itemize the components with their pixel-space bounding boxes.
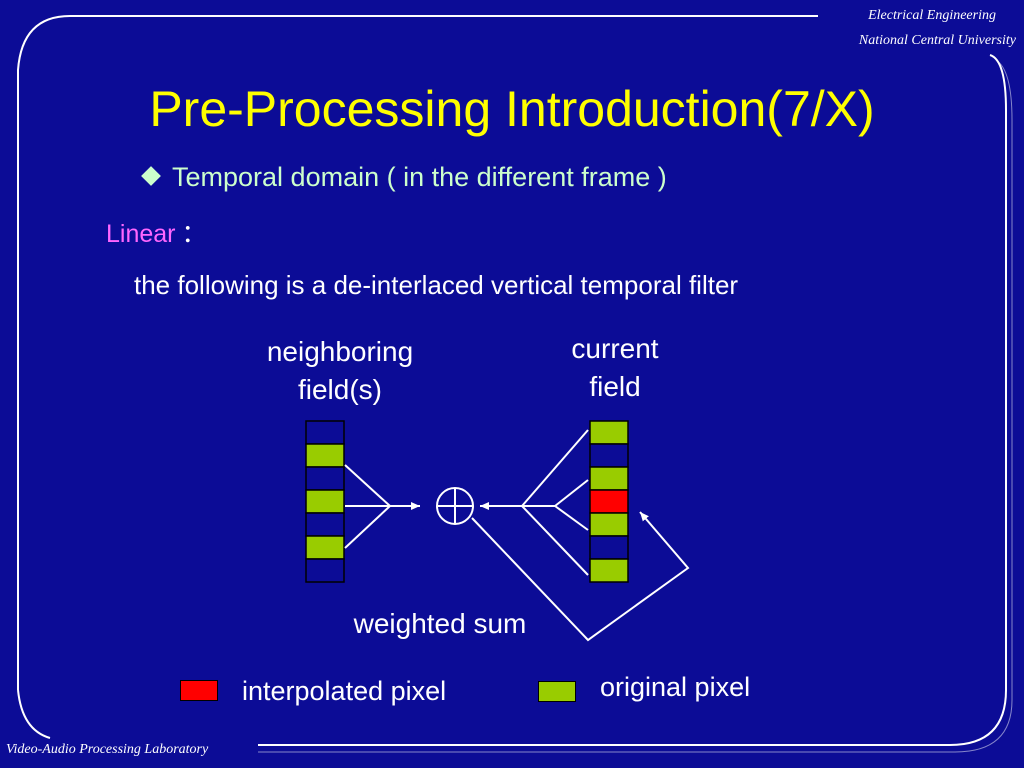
- feedback-path: [471, 511, 690, 642]
- neighbor-pixel-empty: [305, 558, 345, 583]
- header-university: National Central University: [858, 33, 1016, 48]
- current-branch-bottom: [521, 505, 589, 576]
- linear-label: Linear: [106, 220, 176, 248]
- current-pixel-original: [589, 512, 629, 537]
- legend-original-swatch: [538, 681, 576, 702]
- current-label-line2: field: [589, 371, 641, 402]
- description-text: the following is a de-interlaced vertica…: [134, 270, 739, 300]
- slide-title: Pre-Processing Introduction(7/X): [149, 81, 875, 137]
- neighbor-pixel-empty: [305, 466, 345, 491]
- current-pixel-empty: [589, 535, 629, 560]
- linear-colon: ：: [181, 220, 207, 248]
- current-pixel-original: [589, 558, 629, 583]
- weighted-sum-label: weighted sum: [353, 608, 527, 639]
- neighboring-label-line1: neighboring: [266, 336, 414, 367]
- current-pixel-empty: [589, 443, 629, 468]
- neighbor-pixel-empty: [305, 512, 345, 537]
- linear-heading: Linear：: [106, 214, 207, 250]
- neighbor-pixel-original: [305, 489, 345, 514]
- current-branch-lower: [554, 505, 589, 531]
- legend-original-label: original pixel: [600, 672, 751, 702]
- current-label-line1: current: [571, 333, 659, 364]
- legend-interpolated-swatch: [180, 680, 218, 701]
- neighbor-branch-bottom: [344, 505, 391, 549]
- neighboring-label-line2: field(s): [297, 374, 382, 405]
- current-field-column: [589, 420, 629, 583]
- current-connector-lines: [480, 429, 589, 576]
- header-department: Electrical Engineering: [868, 8, 996, 23]
- legend-interpolated-label: interpolated pixel: [242, 676, 447, 706]
- feedback-line: [471, 511, 690, 642]
- neighbor-pixel-empty: [305, 420, 345, 445]
- current-pixel-interpolated: [589, 489, 629, 514]
- footer-lab-name: Video-Audio Processing Laboratory: [6, 742, 209, 757]
- neighbor-pixel-original: [305, 535, 345, 560]
- current-pixel-original: [589, 466, 629, 491]
- current-branch-top: [521, 429, 589, 507]
- neighbor-pixel-original: [305, 443, 345, 468]
- summation-node: [436, 487, 474, 525]
- current-branch-upper: [554, 479, 589, 507]
- current-pixel-original: [589, 420, 629, 445]
- neighbor-branch-top: [344, 464, 391, 507]
- bullet-text: Temporal domain ( in the different frame…: [172, 162, 667, 192]
- bullet-item: Temporal domain ( in the different frame…: [141, 162, 667, 193]
- neighbor-connector-lines: [344, 464, 420, 549]
- neighboring-field-label: neighboring field(s): [240, 333, 440, 409]
- neighboring-field-column: [305, 420, 345, 583]
- current-field-label: current field: [530, 330, 700, 406]
